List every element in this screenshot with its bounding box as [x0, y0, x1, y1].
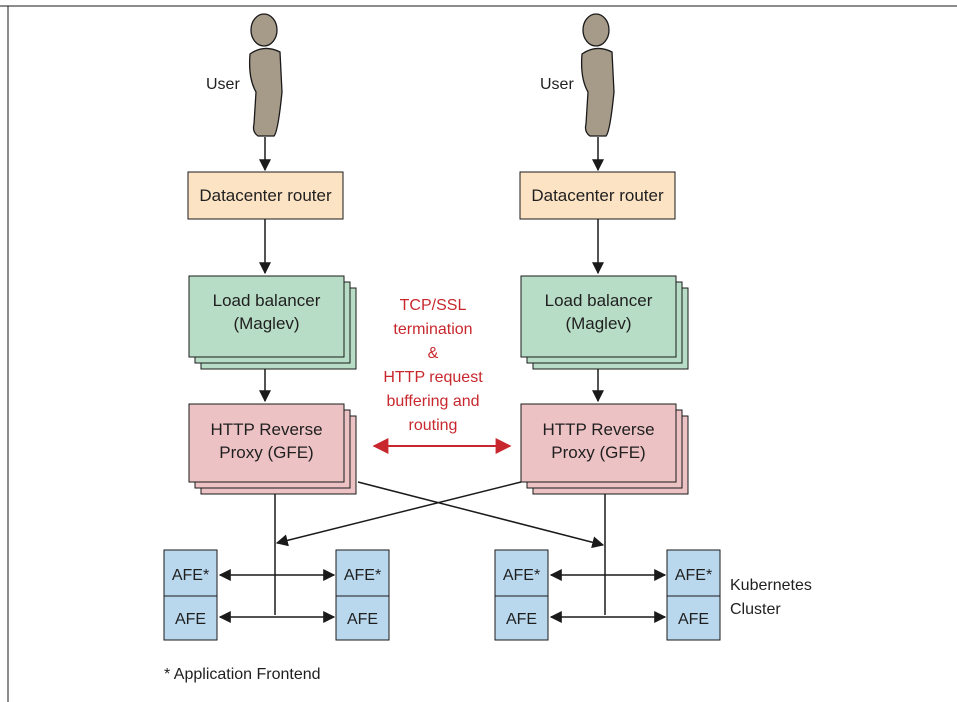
svg-text:&: &	[428, 345, 439, 362]
right-afe-cluster	[549, 569, 667, 623]
reverse-proxy-stack: HTTP Reverse Proxy (GFE)	[520, 403, 689, 495]
user-icon	[248, 13, 283, 137]
svg-text:AFE*: AFE*	[344, 567, 381, 584]
afe-box: AFE*	[163, 549, 218, 597]
afe-box: AFE	[335, 595, 390, 641]
svg-text:Load balancer: Load balancer	[213, 291, 321, 310]
svg-text:AFE*: AFE*	[503, 567, 540, 584]
svg-text:AFE: AFE	[347, 611, 378, 628]
svg-text:AFE*: AFE*	[172, 567, 209, 584]
user-label: User	[206, 76, 240, 93]
svg-text:Proxy (GFE): Proxy (GFE)	[551, 443, 645, 462]
svg-text:Datacenter router: Datacenter router	[199, 186, 332, 205]
svg-text:HTTP Reverse: HTTP Reverse	[210, 420, 322, 439]
cross-connections	[274, 481, 606, 615]
datacenter-router-box: Datacenter router	[519, 171, 676, 220]
cluster-label-line-1: Kubernetes	[730, 577, 812, 594]
afe-box: AFE	[494, 595, 549, 641]
svg-text:(Maglev): (Maglev)	[565, 314, 631, 333]
load-balancer-stack: Load balancer (Maglev)	[520, 275, 689, 370]
user-label: User	[540, 76, 574, 93]
termination-annotation: TCP/SSL termination & HTTP request buffe…	[383, 297, 483, 434]
svg-text:routing: routing	[409, 417, 458, 434]
datacenter-router-box: Datacenter router	[187, 171, 344, 220]
user-icon	[580, 13, 615, 137]
cluster-label-line-2: Cluster	[730, 601, 781, 618]
reverse-proxy-stack: HTTP Reverse Proxy (GFE)	[188, 403, 357, 495]
svg-text:AFE*: AFE*	[675, 567, 712, 584]
afe-box: AFE*	[335, 549, 390, 597]
right-column: User Datacenter router Load balancer (Ma…	[519, 13, 689, 495]
load-balancer-stack: Load balancer (Maglev)	[188, 275, 357, 370]
svg-text:HTTP request: HTTP request	[383, 369, 483, 386]
left-column: User Datacenter router Load balancer (Ma…	[187, 13, 357, 495]
svg-text:Datacenter router: Datacenter router	[531, 186, 664, 205]
footnote: * Application Frontend	[164, 666, 321, 683]
svg-text:Proxy (GFE): Proxy (GFE)	[219, 443, 313, 462]
svg-text:AFE: AFE	[678, 611, 709, 628]
svg-text:buffering and: buffering and	[386, 393, 479, 410]
svg-text:TCP/SSL: TCP/SSL	[400, 297, 467, 314]
svg-text:Load balancer: Load balancer	[545, 291, 653, 310]
svg-text:AFE: AFE	[506, 611, 537, 628]
afe-box: AFE*	[666, 549, 721, 597]
svg-text:AFE: AFE	[175, 611, 206, 628]
afe-box: AFE*	[494, 549, 549, 597]
svg-text:termination: termination	[393, 321, 472, 338]
svg-text:HTTP Reverse: HTTP Reverse	[542, 420, 654, 439]
afe-box: AFE	[666, 595, 721, 641]
svg-text:(Maglev): (Maglev)	[233, 314, 299, 333]
left-afe-cluster	[218, 569, 336, 623]
afe-box: AFE	[163, 595, 218, 641]
